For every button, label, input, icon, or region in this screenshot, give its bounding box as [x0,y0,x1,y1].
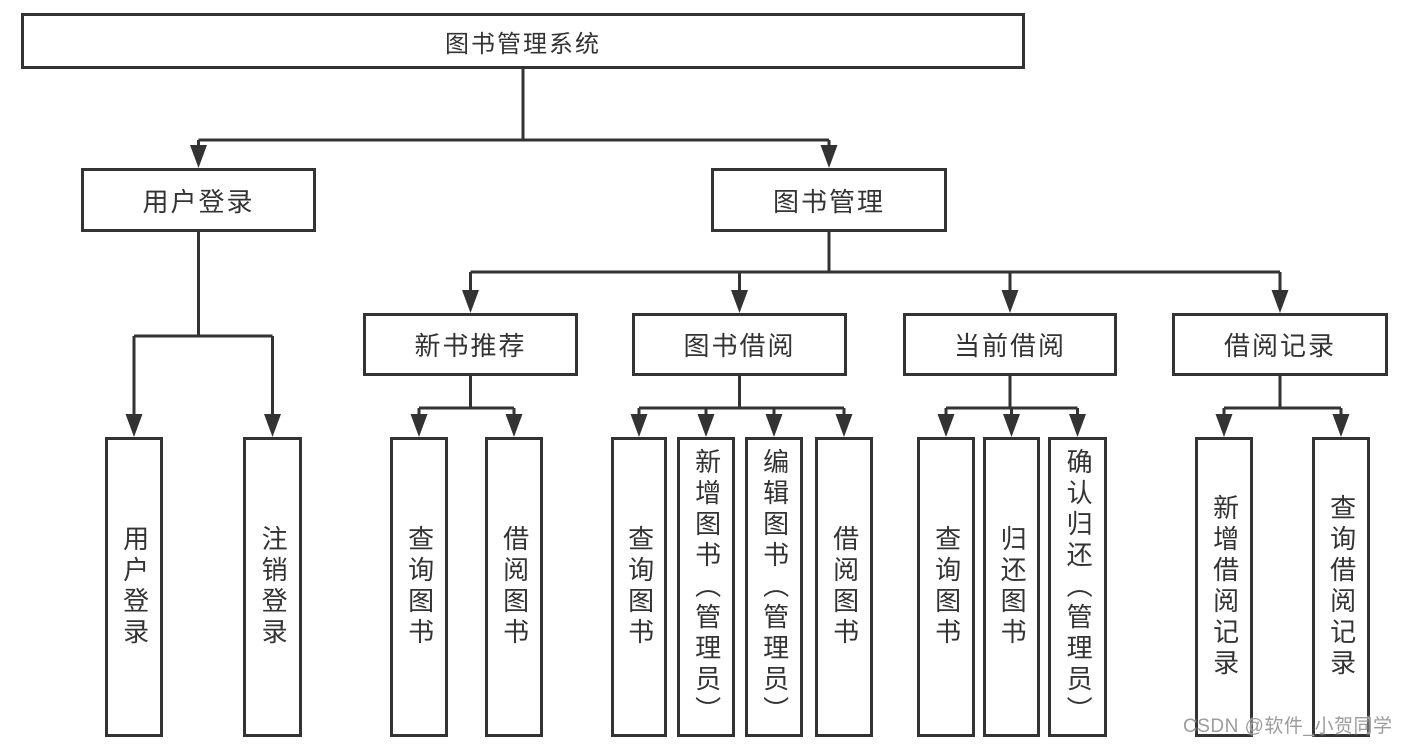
node-borrow-add-books-admin: 新增图书（管理员） [677,437,735,737]
node-current-return-books: 归还图书 [983,437,1040,737]
node-label: 图书管理系统 [445,30,601,58]
node-borrow-edit-books-admin: 编辑图书（管理员） [745,437,803,737]
connector-new-book-children [410,376,523,437]
node-current-borrow: 当前借阅 [903,313,1117,376]
node-label: 当前借阅 [953,331,1066,361]
node-label: 归还图书 [997,525,1028,649]
node-label: 图书借阅 [683,331,796,361]
node-label: 查询借阅记录 [1326,494,1357,680]
node-current-query-books: 查询图书 [917,437,975,737]
node-label: 查询图书 [624,525,655,649]
connector-book-management-children [462,232,1289,313]
node-label: 新增借阅记录 [1209,494,1240,680]
csdn-watermark: CSDN @软件_小贺同学 [1183,716,1393,737]
node-borrow-borrow-books: 借阅图书 [815,437,873,737]
connector-borrow-records-children [1215,376,1350,437]
node-user-login: 用户登录 [81,168,316,232]
node-current-confirm-return-admin: 确认归还（管理员） [1048,437,1107,737]
node-label: 新书推荐 [414,331,527,361]
node-label: 确认归还（管理员） [1063,447,1094,727]
connector-root-to-level2 [190,69,838,168]
node-new-book-recommend: 新书推荐 [363,313,578,376]
node-logout: 注销登录 [243,437,302,737]
node-book-management: 图书管理 [711,168,947,232]
node-label: 借阅图书 [829,525,860,649]
node-label: 注销登录 [258,525,289,649]
node-label: 查询图书 [404,525,435,649]
node-records-add-record: 新增借阅记录 [1195,437,1253,737]
connector-user-login-children [125,232,281,437]
node-records-query-record: 查询借阅记录 [1312,437,1370,737]
connector-book-borrow-children [630,376,853,437]
node-label: 图书管理 [772,186,885,217]
node-label: 借阅图书 [499,525,530,649]
node-newbook-query-books: 查询图书 [390,437,448,737]
connector-current-borrow-children [937,376,1086,437]
node-label: 查询图书 [931,525,962,649]
node-label: 用户登录 [119,525,150,649]
node-label: 编辑图书（管理员） [759,447,790,727]
node-library-system: 图书管理系统 [21,13,1025,69]
node-label: 借阅记录 [1223,331,1336,361]
node-borrow-records: 借阅记录 [1172,313,1388,376]
node-user-login-leaf: 用户登录 [105,437,163,737]
node-borrow-query-books: 查询图书 [611,437,667,737]
node-label: 新增图书（管理员） [691,447,722,727]
node-label: 用户登录 [142,186,255,217]
node-newbook-borrow-books: 借阅图书 [485,437,543,737]
node-book-borrow: 图书借阅 [632,313,847,376]
